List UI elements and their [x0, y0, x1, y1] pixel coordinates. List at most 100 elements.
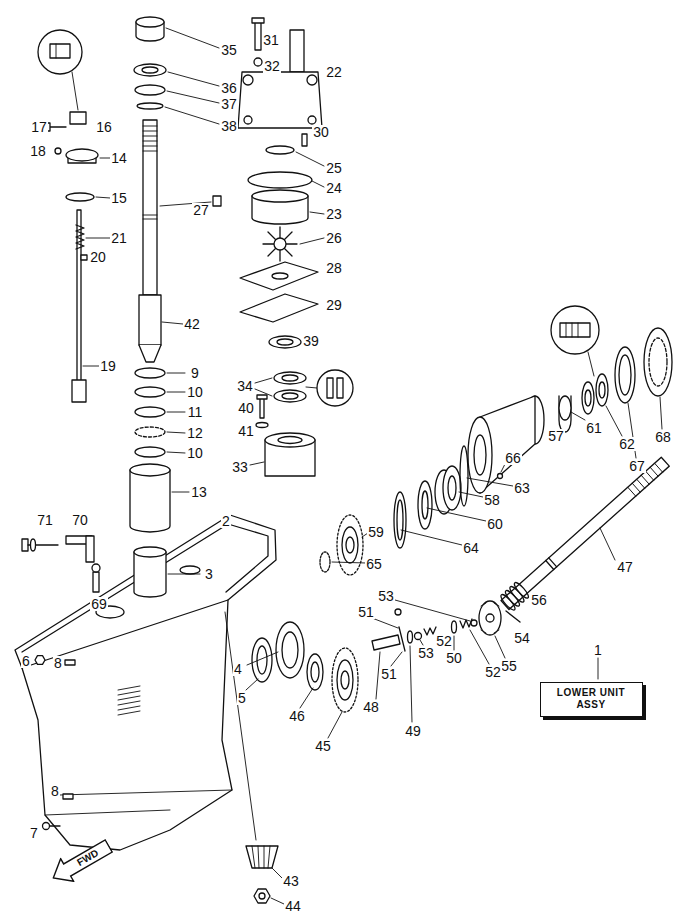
water-pump-assembly — [244, 116, 252, 124]
drive-shaft-assembly — [130, 470, 170, 532]
callout-number: 45 — [314, 739, 332, 753]
forward-gear-assembly — [276, 622, 304, 678]
shift-rod-assembly — [66, 193, 94, 201]
water-pump-assembly — [308, 116, 316, 124]
shift-rod-assembly — [81, 255, 87, 260]
callout-number: 12 — [186, 426, 204, 440]
water-pump-assembly — [252, 190, 308, 202]
clutch-assembly — [399, 627, 405, 651]
propeller-shaft — [498, 454, 672, 612]
callout-number: 22 — [325, 65, 343, 79]
leader-line — [83, 28, 662, 904]
water-pump-assembly — [238, 18, 353, 476]
water-pump-assembly — [252, 18, 264, 23]
shift-rod-assembly — [38, 30, 98, 402]
housing-fasteners — [50, 825, 60, 826]
callout-number: 10 — [186, 385, 204, 399]
pinion-gear — [252, 846, 270, 868]
callout-number: 16 — [95, 120, 113, 134]
callout-number: 48 — [362, 700, 380, 714]
gear-housing — [15, 515, 276, 850]
clutch-assembly — [506, 611, 520, 622]
callout-number: 52 — [435, 634, 453, 648]
water-pump-assembly — [278, 437, 302, 444]
speedometer-fitting — [31, 539, 36, 551]
drive-shaft-assembly — [134, 552, 166, 597]
forward-gear-assembly — [282, 632, 298, 668]
forward-gear-assembly — [252, 622, 358, 712]
callout-number: 8 — [50, 784, 60, 798]
callout-number: 5 — [237, 691, 247, 705]
reverse-gear-assembly — [582, 382, 594, 414]
shift-rod-assembly — [55, 148, 61, 154]
speedometer-fitting — [93, 572, 99, 592]
reverse-gear-assembly — [460, 446, 468, 506]
callout-number: 11 — [187, 405, 204, 419]
housing-fasteners — [35, 656, 75, 830]
housing-fasteners — [65, 660, 75, 665]
water-pump-assembly — [240, 294, 318, 322]
callout-number: 28 — [325, 261, 343, 275]
reverse-gear-assembly — [397, 500, 403, 540]
water-pump-assembly — [257, 395, 267, 399]
water-pump-assembly — [290, 30, 304, 72]
callout-number: 36 — [220, 81, 238, 95]
water-pump-assembly — [272, 273, 288, 279]
water-pump-assembly — [248, 172, 312, 188]
water-pump-assembly — [282, 393, 298, 399]
forward-gear-assembly — [337, 660, 353, 700]
water-pump-assembly — [265, 433, 315, 447]
forward-gear-assembly — [332, 648, 358, 712]
water-pump-assembly — [307, 75, 317, 85]
speedometer-fitting — [86, 536, 94, 562]
clutch-assembly — [415, 633, 422, 640]
callout-number: 44 — [284, 899, 302, 913]
drive-shaft-assembly — [135, 427, 165, 437]
water-pump-assembly — [274, 238, 286, 250]
callout-number: 30 — [312, 125, 330, 139]
drive-shaft-assembly — [136, 17, 164, 27]
shift-rod-assembly — [56, 44, 57, 58]
reverse-gear-assembly — [585, 390, 591, 406]
shift-rod-assembly — [50, 44, 70, 58]
reverse-gear-assembly — [649, 338, 667, 386]
callout-number: 64 — [462, 541, 480, 555]
water-pump-assembly — [327, 378, 333, 398]
callout-number: 61 — [585, 421, 603, 435]
callout-number: 41 — [237, 424, 255, 438]
callout-number: 3 — [204, 567, 214, 581]
callout-number: 1 — [593, 643, 603, 657]
callout-number: 6 — [21, 654, 31, 668]
housing-fasteners — [35, 656, 45, 665]
shift-rod-assembly — [48, 126, 66, 127]
reverse-gear-assembly — [615, 347, 635, 403]
callout-number: 42 — [183, 317, 201, 331]
callout-number: 19 — [99, 359, 117, 373]
propeller-shaft — [546, 558, 557, 570]
callout-number: 67 — [628, 459, 646, 473]
speedometer-fitting — [22, 536, 100, 592]
callout-number: 2 — [221, 514, 231, 528]
reverse-gear-assembly — [559, 396, 571, 420]
clutch-assembly — [460, 619, 472, 628]
water-pump-assembly — [254, 58, 262, 66]
callout-number: 65 — [365, 557, 383, 571]
callout-number: 70 — [71, 513, 89, 527]
forward-gear-assembly — [307, 654, 323, 690]
drive-shaft-assembly — [130, 464, 170, 476]
drive-shaft-assembly — [142, 67, 158, 73]
callout-number: 21 — [110, 231, 128, 245]
reverse-gear-assembly — [599, 382, 605, 398]
shift-rod-assembly — [70, 112, 86, 124]
callout-number: 20 — [89, 250, 107, 264]
pinion-gear — [246, 846, 278, 868]
callout-number: 53 — [417, 646, 435, 660]
arrow-outline — [47, 835, 115, 890]
callout-number: 17 — [30, 120, 48, 134]
assembly-label: LOWER UNIT ASSY — [549, 687, 633, 711]
callout-number: 60 — [486, 517, 504, 531]
forward-gear-assembly — [341, 671, 349, 689]
callout-number: 38 — [220, 119, 238, 133]
housing-fasteners — [43, 823, 50, 830]
